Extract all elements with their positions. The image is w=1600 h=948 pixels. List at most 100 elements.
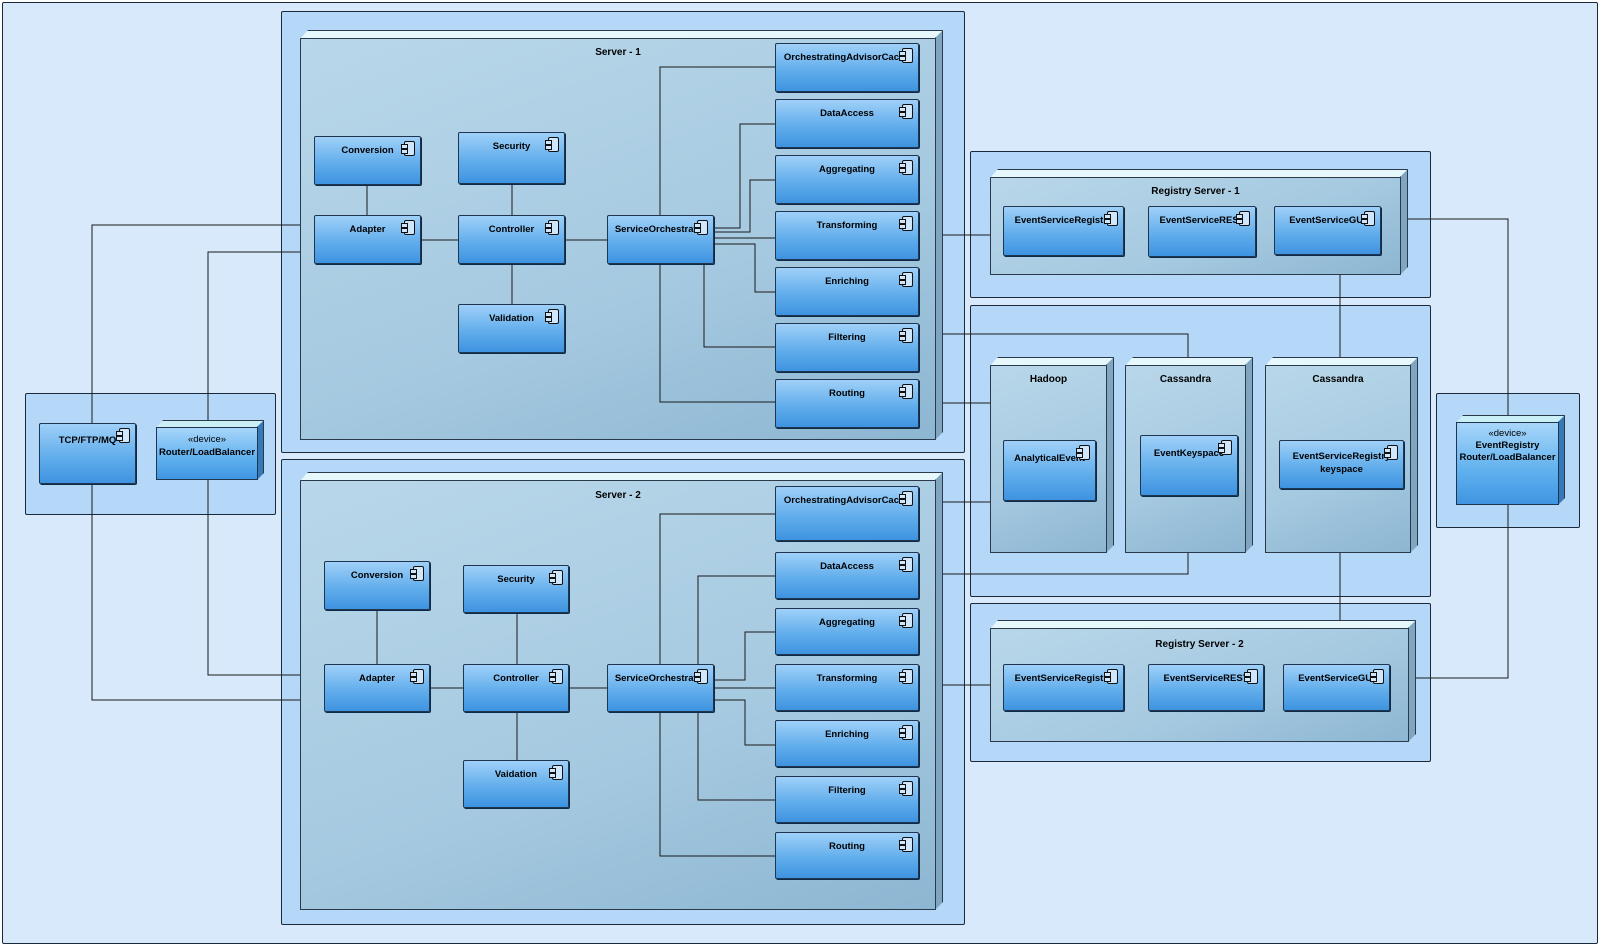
router-device-side — [257, 420, 264, 480]
s1-aggregating-label: Aggregating — [819, 164, 875, 175]
component-icon — [899, 48, 913, 63]
s2-controller-component[interactable]: Controller — [463, 664, 569, 712]
s1-orchestrator-label: ServiceOrchestrator — [614, 224, 707, 235]
s2-transforming-label: Transforming — [816, 673, 878, 684]
registry2-title: Registry Server - 2 — [1155, 639, 1244, 650]
component-icon — [545, 137, 559, 152]
r1-registry-label: EventServiceRegistry — [1014, 215, 1113, 226]
registry1-node-side — [1400, 169, 1408, 275]
s2-filtering-label: Filtering — [828, 785, 866, 796]
component-icon — [899, 104, 913, 119]
server1-title: Server - 1 — [595, 47, 641, 58]
s1-enriching-component[interactable]: Enriching — [775, 267, 919, 316]
cassandra1-title: Cassandra — [1159, 374, 1212, 385]
cassandra1-node-top — [1125, 357, 1253, 366]
hadoop-title: Hadoop — [1029, 374, 1068, 385]
s2-transforming-component[interactable]: Transforming — [775, 664, 919, 711]
s1-routing-component[interactable]: Routing — [775, 379, 919, 428]
r1-rest-component[interactable]: EventServiceREST — [1148, 206, 1256, 257]
s1-conversion-component[interactable]: Conversion — [314, 136, 421, 185]
event-router-line1: EventRegistry — [1475, 440, 1540, 451]
r1-registry-component[interactable]: EventServiceRegistry — [1003, 206, 1124, 256]
s1-transforming-component[interactable]: Transforming — [775, 211, 919, 260]
s2-routing-component[interactable]: Routing — [775, 832, 919, 879]
s2-dataaccess-component[interactable]: DataAccess — [775, 552, 919, 599]
r1-gui-component[interactable]: EventServiceGUI — [1274, 206, 1381, 255]
s1-cache-label: OrchestratingAdvisorCache — [783, 52, 911, 63]
event-router-device-side — [1558, 415, 1565, 505]
s2-security-component[interactable]: Security — [463, 565, 569, 613]
s1-cache-component[interactable]: OrchestratingAdvisorCache — [775, 43, 919, 92]
cassandra2-node-top — [1265, 357, 1418, 366]
r2-rest-component[interactable]: EventServiceREST — [1148, 664, 1264, 711]
component-icon — [899, 491, 913, 506]
registry-keyspace-label-1: EventServiceRegistry — [1292, 451, 1391, 462]
component-icon — [1236, 211, 1250, 226]
s1-conversion-label: Conversion — [341, 145, 394, 156]
router-loadbalancer-device[interactable]: «device» Router/LoadBalancer — [156, 427, 258, 480]
s1-orchestrator-component[interactable]: ServiceOrchestrator — [607, 215, 714, 264]
server1-node-side — [935, 30, 943, 440]
s2-conversion-component[interactable]: Conversion — [324, 561, 430, 610]
registry-keyspace-component[interactable]: EventServiceRegistry keyspace — [1279, 440, 1404, 489]
component-icon — [1361, 211, 1375, 226]
s1-filtering-label: Filtering — [828, 332, 866, 343]
component-icon — [899, 613, 913, 628]
s2-conversion-label: Conversion — [350, 570, 404, 581]
s1-adapter-label: Adapter — [349, 224, 386, 235]
s1-dataaccess-component[interactable]: DataAccess — [775, 99, 919, 148]
component-icon — [899, 272, 913, 287]
s1-security-component[interactable]: Security — [458, 132, 565, 184]
s2-enriching-label: Enriching — [825, 729, 869, 740]
r2-registry-component[interactable]: EventServiceRegistry — [1003, 664, 1124, 711]
cassandra2-node-side — [1410, 357, 1418, 553]
r1-gui-label: EventServiceGUI — [1289, 215, 1366, 226]
event-keyspace-component[interactable]: EventKeyspace — [1140, 435, 1238, 496]
s1-validation-component[interactable]: Validation — [458, 304, 565, 353]
server2-node-side — [935, 472, 943, 910]
s1-controller-label: Controller — [488, 224, 535, 235]
component-icon — [545, 309, 559, 324]
s1-aggregating-component[interactable]: Aggregating — [775, 155, 919, 204]
s2-filtering-component[interactable]: Filtering — [775, 776, 919, 823]
component-icon — [899, 669, 913, 684]
s1-adapter-component[interactable]: Adapter — [314, 215, 421, 264]
component-icon — [549, 570, 563, 585]
server2-node-top — [300, 472, 943, 481]
component-icon — [401, 141, 415, 156]
component-icon — [899, 160, 913, 175]
s1-controller-component[interactable]: Controller — [458, 215, 565, 264]
s2-validation-component[interactable]: Vaidation — [463, 760, 569, 808]
protocol-label: TCP/FTP/MQ — [58, 435, 117, 446]
event-router-line2: Router/LoadBalancer — [1459, 452, 1556, 463]
s2-orchestrator-label: ServiceOrchestrator — [614, 673, 707, 684]
r2-gui-component[interactable]: EventServiceGUI — [1283, 664, 1390, 711]
s2-validation-label: Vaidation — [494, 769, 538, 780]
analytical-event-component[interactable]: AnalyticalEvent — [1003, 440, 1096, 501]
s2-cache-component[interactable]: OrchestratingAdvisorCache — [775, 486, 919, 541]
component-icon — [694, 669, 708, 684]
registry1-node-top — [990, 169, 1408, 178]
r1-rest-label: EventServiceREST — [1159, 215, 1245, 226]
component-icon — [545, 220, 559, 235]
s2-routing-label: Routing — [829, 841, 865, 852]
s1-filtering-component[interactable]: Filtering — [775, 323, 919, 372]
component-icon — [899, 837, 913, 852]
s1-routing-label: Routing — [829, 388, 865, 399]
protocol-component[interactable]: TCP/FTP/MQ — [39, 423, 136, 484]
component-icon — [410, 669, 424, 684]
r2-rest-label: EventServiceREST — [1163, 673, 1249, 684]
s2-adapter-component[interactable]: Adapter — [324, 664, 430, 712]
component-icon — [899, 328, 913, 343]
s2-aggregating-component[interactable]: Aggregating — [775, 608, 919, 655]
component-icon — [899, 781, 913, 796]
event-registry-router-device[interactable]: «device» EventRegistry Router/LoadBalanc… — [1456, 422, 1559, 505]
component-icon — [410, 566, 424, 581]
component-icon — [899, 725, 913, 740]
event-router-stereotype: «device» — [1488, 428, 1527, 439]
cassandra2-title: Cassandra — [1312, 374, 1364, 385]
s2-orchestrator-component[interactable]: ServiceOrchestrator — [607, 664, 714, 712]
s1-dataaccess-label: DataAccess — [820, 108, 874, 119]
s2-cache-label: OrchestratingAdvisorCache — [783, 495, 911, 506]
s2-enriching-component[interactable]: Enriching — [775, 720, 919, 767]
